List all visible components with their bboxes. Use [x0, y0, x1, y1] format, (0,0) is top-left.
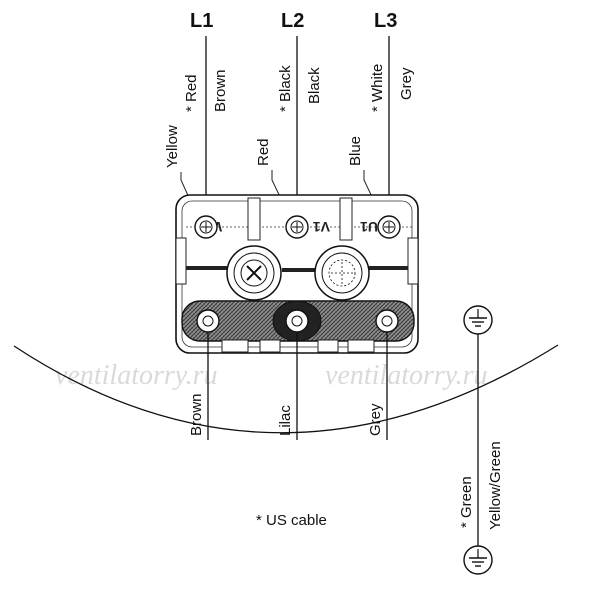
- bottom-clip-2: [259, 339, 281, 353]
- terminal-mark-u1: U1: [360, 219, 378, 235]
- earth-us-color: * Green: [458, 476, 475, 528]
- wire-bottom-middle-color: Lilac: [277, 405, 294, 436]
- separator-1: [247, 197, 261, 241]
- earth-symbol-bottom-icon: [463, 545, 493, 575]
- terminal-block: W1 V1 U1: [175, 194, 419, 354]
- screw-terminal-u1: [377, 215, 401, 239]
- motor-housing-arc: [13, 344, 559, 434]
- wire-l3-color: Grey: [398, 67, 415, 100]
- screw-terminal-bottom-right: [375, 309, 399, 333]
- watermark-right: ventilatorry.ru: [325, 360, 488, 391]
- phase-l1-label: L1: [190, 10, 213, 32]
- wire-l3-us-color: * White: [369, 64, 386, 112]
- wire-v1-color: Red: [255, 138, 272, 166]
- wire-l2-color: Black: [306, 67, 323, 104]
- wire-u1-color: Blue: [347, 136, 364, 166]
- bottom-clip-3: [317, 339, 339, 353]
- screw-terminal-w1: [194, 215, 218, 239]
- screw-terminal-bottom-middle: [285, 309, 309, 333]
- side-clip-left: [175, 237, 187, 285]
- terminal-mark-v1: V1: [313, 219, 330, 235]
- wire-w1-color: Yellow: [164, 125, 181, 168]
- watermark-left: ventilatorry.ru: [55, 360, 218, 391]
- side-clip-right: [407, 237, 419, 285]
- phase-l3-label: L3: [374, 10, 397, 32]
- wire-bottom-left-color: Brown: [188, 393, 205, 436]
- wire-l1-us-color: * Red: [183, 74, 200, 112]
- footnote-us-cable: * US cable: [256, 512, 327, 529]
- earth-color: Yellow/Green: [487, 441, 504, 530]
- wire-l1-color: Brown: [212, 69, 229, 112]
- mounting-screw-right: [314, 245, 370, 301]
- bottom-clip-1: [221, 339, 249, 353]
- earth-symbol-top-icon: [463, 305, 493, 335]
- wire-l2-us-color: * Black: [277, 65, 294, 112]
- mounting-screw-left: [226, 245, 282, 301]
- wire-bottom-right-color: Grey: [367, 403, 384, 436]
- screw-terminal-v1: [285, 215, 309, 239]
- screw-terminal-bottom-left: [196, 309, 220, 333]
- phase-l2-label: L2: [281, 10, 304, 32]
- separator-2: [339, 197, 353, 241]
- bottom-clip-4: [347, 339, 375, 353]
